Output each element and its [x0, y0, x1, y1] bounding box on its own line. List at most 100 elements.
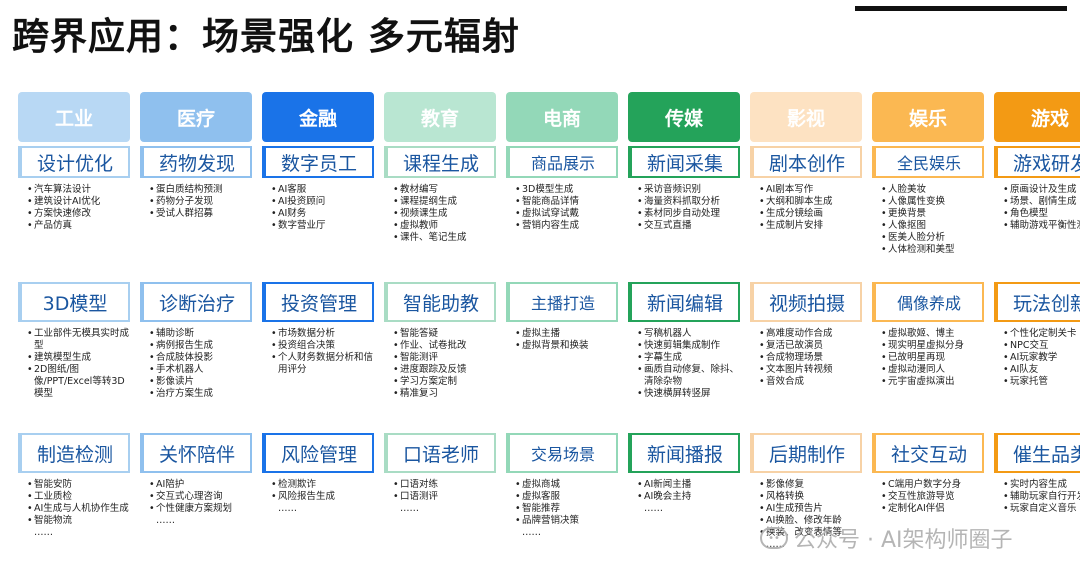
- description-item: 工业质检: [27, 491, 130, 503]
- application-description-list: 采访音频识别海量资料抓取分析素材同步自动处理交互式直播: [628, 182, 740, 278]
- application-description-list: 高难度动作合成复活已故演员合成物理场景文本图片转视频音效合成: [750, 326, 862, 429]
- description-item: 受试人群招募: [149, 208, 252, 220]
- description-item: AI新闻主播: [637, 479, 740, 491]
- application-box: 视频拍摄: [750, 282, 862, 322]
- description-item: AI晚会主持: [637, 491, 740, 503]
- description-item: 实时内容生成: [1003, 479, 1080, 491]
- description-item: 虚拟主播: [515, 328, 618, 340]
- application-box: 风险管理: [262, 433, 374, 473]
- description-item: 人体检测和美型: [881, 244, 984, 256]
- description-item: AI投资顾问: [271, 196, 374, 208]
- description-item: AI陪护: [149, 479, 252, 491]
- application-box: 3D模型: [18, 282, 130, 322]
- description-item: 医美人脸分析: [881, 232, 984, 244]
- application-box: 口语老师: [384, 433, 496, 473]
- description-item: 虚拟背景和换装: [515, 340, 618, 352]
- application-description-list: AI剧本写作大纲和脚本生成生成分镜绘画生成制片安排: [750, 182, 862, 278]
- application-box: 交易场景: [506, 433, 618, 473]
- description-item: 营销内容生成: [515, 220, 618, 232]
- application-description-list: 3D模型生成智能商品详情虚拟试穿试戴营销内容生成: [506, 182, 618, 278]
- watermark: •• 公众号 · AI架构师圈子: [760, 522, 1013, 554]
- description-item: AI队友: [1003, 364, 1080, 376]
- description-item: C端用户数字分身: [881, 479, 984, 491]
- application-description-list: 写稿机器人快速剪辑集成制作字幕生成画质自动修复、除抖、清除杂物快速横屏转竖屏: [628, 326, 740, 429]
- category-header: 医疗: [140, 92, 252, 142]
- description-item: 场景、剧情生成: [1003, 196, 1080, 208]
- description-item: 工业部件无模具实时成型: [27, 328, 130, 352]
- description-item: 素材同步自动处理: [637, 208, 740, 220]
- application-box: 药物发现: [140, 146, 252, 178]
- application-box: 玩法创新: [994, 282, 1080, 322]
- description-item: 风险报告生成: [271, 491, 374, 503]
- description-item: 玩家自定义音乐: [1003, 503, 1080, 515]
- application-description-list: 原画设计及生成场景、剧情生成角色模型辅助游戏平衡性测试: [994, 182, 1080, 278]
- description-item: 虚拟客服: [515, 491, 618, 503]
- description-item: 课程提纲生成: [393, 196, 496, 208]
- description-item: 虚拟教师: [393, 220, 496, 232]
- application-description-list: AI客服AI投资顾问AI财务数字营业厅: [262, 182, 374, 278]
- description-item: 产品仿真: [27, 220, 130, 232]
- application-description-list: 智能安防工业质检AI生成与人机协作生成智能物流……: [18, 477, 130, 582]
- category-header: 游戏: [994, 92, 1080, 142]
- description-item: 个性化定制关卡: [1003, 328, 1080, 340]
- description-item: 合成物理场景: [759, 352, 862, 364]
- description-item: 定制化AI伴侣: [881, 503, 984, 515]
- description-item: 智能安防: [27, 479, 130, 491]
- application-description-list: 辅助诊断病例报告生成合成肢体投影手术机器人影像读片治疗方案生成: [140, 326, 252, 429]
- description-item: 字幕生成: [637, 352, 740, 364]
- wechat-icon: ••: [760, 527, 788, 549]
- application-description-list: 工业部件无模具实时成型建筑模型生成2D图纸/图像/PPT/Excel等转3D模型: [18, 326, 130, 429]
- description-item: 辅助玩家自行开发: [1003, 491, 1080, 503]
- description-item: 学习方案定制: [393, 376, 496, 388]
- application-box: 设计优化: [18, 146, 130, 178]
- description-item: 生成制片安排: [759, 220, 862, 232]
- description-item: ……: [644, 503, 663, 514]
- description-item: AI剧本写作: [759, 184, 862, 196]
- description-item: 建筑设计AI优化: [27, 196, 130, 208]
- application-box: 投资管理: [262, 282, 374, 322]
- description-item: AI换脸、修改年龄: [759, 515, 862, 527]
- description-item: 虚拟商城: [515, 479, 618, 491]
- application-description-list: AI陪护交互式心理咨询个性健康方案规划……: [140, 477, 252, 582]
- category-header: 金融: [262, 92, 374, 142]
- description-item: 交互式直播: [637, 220, 740, 232]
- category-header: 电商: [506, 92, 618, 142]
- description-item: 智能答疑: [393, 328, 496, 340]
- page-title: 跨界应用：场景强化 多元辐射: [12, 15, 520, 58]
- description-item: 人脸美妆: [881, 184, 984, 196]
- description-item: 智能测评: [393, 352, 496, 364]
- description-item: 虚拟歌姬、博主: [881, 328, 984, 340]
- application-box: 催生品类: [994, 433, 1080, 473]
- application-box: 剧本创作: [750, 146, 862, 178]
- description-item: 方案快速修改: [27, 208, 130, 220]
- description-item: 手术机器人: [149, 364, 252, 376]
- category-header: 传媒: [628, 92, 740, 142]
- description-item: 数字营业厅: [271, 220, 374, 232]
- application-box: 制造检测: [18, 433, 130, 473]
- description-item: 病例报告生成: [149, 340, 252, 352]
- application-description-list: 检测欺诈风险报告生成……: [262, 477, 374, 582]
- description-item: 课件、笔记生成: [393, 232, 496, 244]
- description-item: 画质自动修复、除抖、清除杂物: [637, 364, 740, 388]
- description-item: 现实明星虚拟分身: [881, 340, 984, 352]
- description-item: 视频课生成: [393, 208, 496, 220]
- application-description-list: 市场数据分析投资组合决策个人财务数据分析和信用评分: [262, 326, 374, 429]
- description-item: 虚拟试穿试戴: [515, 208, 618, 220]
- description-item: 个人财务数据分析和信用评分: [271, 352, 374, 376]
- description-item: 辅助诊断: [149, 328, 252, 340]
- description-item: 交互性旅游导览: [881, 491, 984, 503]
- application-description-list: 虚拟歌姬、博主现实明星虚拟分身已故明星再现虚拟动漫同人元宇宙虚拟演出: [872, 326, 984, 429]
- description-item: 市场数据分析: [271, 328, 374, 340]
- description-item: 精准复习: [393, 388, 496, 400]
- description-item: 音效合成: [759, 376, 862, 388]
- description-item: 人像抠图: [881, 220, 984, 232]
- description-item: AI财务: [271, 208, 374, 220]
- description-item: 影像读片: [149, 376, 252, 388]
- description-item: 检测欺诈: [271, 479, 374, 491]
- description-item: 汽车算法设计: [27, 184, 130, 196]
- application-box: 社交互动: [872, 433, 984, 473]
- application-box: 新闻编辑: [628, 282, 740, 322]
- description-item: 作业、试卷批改: [393, 340, 496, 352]
- description-item: 投资组合决策: [271, 340, 374, 352]
- top-decorative-rule: [855, 6, 1067, 11]
